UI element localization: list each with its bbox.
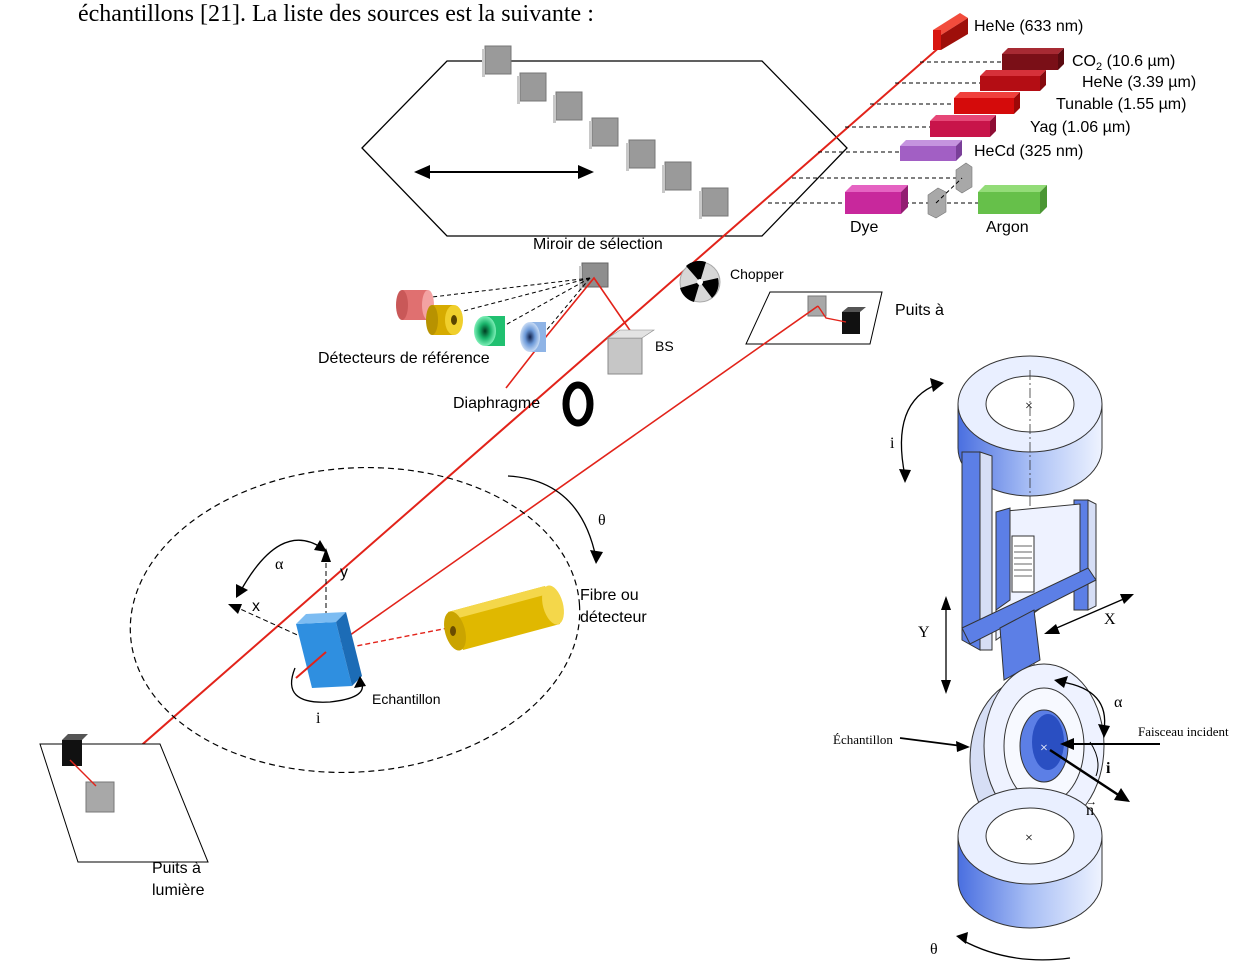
reference-beam (505, 276, 641, 389)
label-y: y (340, 564, 348, 581)
label-hecd: HeCd (325 nm) (974, 143, 1084, 160)
svg-text:×: × (1025, 831, 1033, 846)
beam-splitter (607, 329, 655, 375)
small-mirrors-dye-argon (927, 162, 973, 219)
light-trap-top-beam (817, 305, 847, 323)
label-puits-top: Puits à (895, 302, 944, 319)
detector-dashed-lines (423, 277, 591, 339)
sample (296, 612, 362, 688)
label-i: i (316, 710, 321, 727)
source-dashed-lines (768, 61, 1002, 204)
theta-arrow (507, 475, 597, 559)
laser-co2 (1002, 48, 1064, 70)
label-fibre-1: Fibre ou (580, 587, 639, 604)
reflected-beam (325, 305, 819, 653)
holder-label-i-bold: i (1106, 760, 1111, 777)
label-chopper: Chopper (730, 266, 784, 282)
label-dye: Dye (850, 219, 879, 236)
label-argon: Argon (986, 219, 1029, 236)
alpha-arrow (239, 539, 323, 593)
holder-label-n: →n (1086, 796, 1097, 819)
label-bs: BS (655, 338, 674, 354)
main-laser-beam (103, 37, 951, 779)
label-miroir: Miroir de sélection (533, 236, 663, 253)
holder-label-faisceau: Faisceau incident (1138, 724, 1229, 739)
label-alpha: α (275, 556, 284, 573)
label-theta: θ (598, 512, 606, 529)
holder-label-Y: Y (918, 624, 930, 641)
header-caption: échantillons [21]. La liste des sources … (78, 1, 594, 27)
chopper (679, 260, 721, 303)
laser-yag (930, 115, 996, 137)
fibre-detector (444, 585, 564, 651)
detector-yellow (426, 305, 463, 335)
detector-green (474, 316, 505, 346)
label-hene-633: HeNe (633 nm) (974, 18, 1084, 35)
holder-label-X: X (1104, 611, 1116, 628)
laser-hene-339 (980, 70, 1046, 91)
label-hene-339: HeNe (3.39 µm) (1082, 74, 1197, 91)
label-yag: Yag (1.06 µm) (1030, 119, 1131, 136)
label-detecteurs: Détecteurs de référence (318, 350, 490, 367)
label-tunable: Tunable (1.55 µm) (1056, 96, 1187, 113)
laser-tunable (954, 92, 1020, 114)
label-fibre-2: détecteur (580, 609, 647, 626)
light-trap-bottom-mirror (85, 781, 115, 813)
label-puits-bottom-1: Puits à (152, 860, 201, 877)
label-puits-bottom-2: lumière (152, 882, 205, 899)
detector-pink (396, 290, 434, 320)
light-trap-bottom-absorber (62, 734, 88, 766)
laser-argon (978, 185, 1047, 214)
label-x: x (252, 598, 260, 615)
sample-beam-segment (295, 651, 327, 679)
sample-holder: × (899, 355, 1160, 961)
mirror-carousel-hexagon (361, 60, 848, 237)
label-echantillon: Echantillon (372, 691, 441, 707)
light-trap-bottom-beam (69, 759, 97, 787)
detector-blue (520, 322, 546, 352)
incidence-arrow (290, 667, 364, 703)
holder-label-alpha: α (1114, 694, 1123, 711)
svg-text:×: × (1040, 741, 1048, 756)
laser-hecd (900, 140, 962, 161)
label-co2: CO2 (10.6 µm) (1072, 53, 1176, 74)
holder-label-i: i (890, 435, 895, 452)
holder-label-theta: θ (930, 941, 938, 958)
laser-hene-633 (933, 13, 968, 50)
light-trap-bottom-plane (39, 743, 209, 863)
selection-mirror (579, 262, 609, 290)
label-diaphragme: Diaphragme (453, 395, 541, 412)
holder-label-echantillon: Échantillon (833, 732, 893, 747)
laser-dye (845, 185, 908, 214)
svg-text:×: × (1025, 399, 1033, 414)
diaphragm (562, 381, 594, 427)
goniometer-ellipse (129, 466, 581, 774)
carousel-mirrors (482, 45, 729, 219)
light-trap-top-absorber (842, 307, 866, 334)
